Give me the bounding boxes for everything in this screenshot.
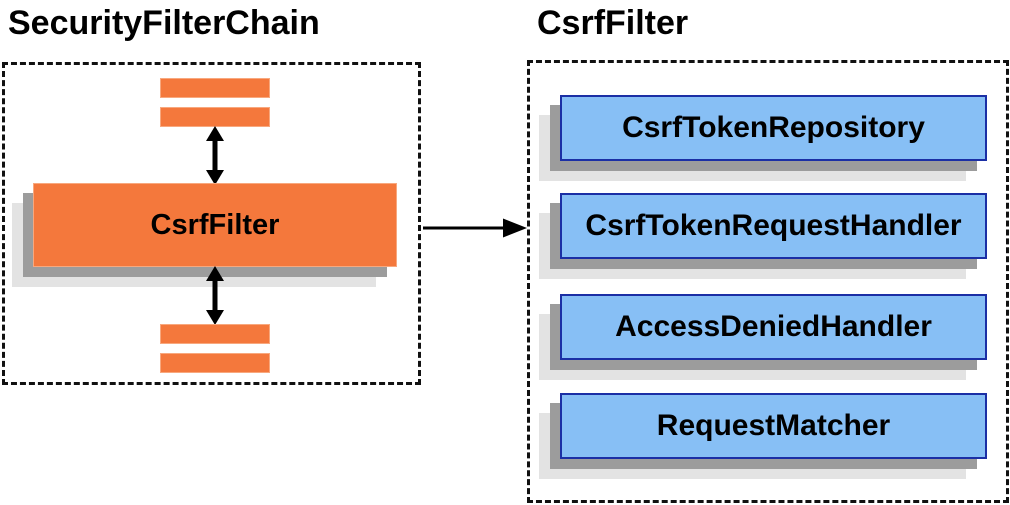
csrf-filter-box: CsrfFilter bbox=[33, 183, 397, 267]
component-box-csrf-token-request-handler: CsrfTokenRequestHandler bbox=[560, 193, 987, 259]
csrf-filter-panel: CsrfTokenRepository CsrfTokenRequestHand… bbox=[527, 60, 1009, 503]
filter-placeholder-bar bbox=[160, 353, 270, 373]
component-label: AccessDeniedHandler bbox=[615, 310, 932, 343]
security-filter-chain-panel: CsrfFilter bbox=[2, 62, 421, 385]
double-headed-arrow-icon bbox=[206, 126, 224, 185]
component-label: RequestMatcher bbox=[656, 409, 891, 442]
filter-placeholder-bar bbox=[160, 324, 270, 344]
csrf-filter-label: CsrfFilter bbox=[150, 208, 280, 241]
double-headed-arrow-icon bbox=[206, 266, 224, 325]
component-box-access-denied-handler: AccessDeniedHandler bbox=[560, 294, 987, 360]
security-filter-chain-title: SecurityFilterChain bbox=[8, 4, 320, 42]
filter-placeholder-bar bbox=[160, 78, 270, 98]
component-box-request-matcher: RequestMatcher bbox=[560, 393, 987, 459]
csrf-filter-title: CsrfFilter bbox=[537, 4, 689, 42]
component-label: CsrfTokenRepository bbox=[622, 111, 925, 144]
flow-arrow-icon bbox=[423, 218, 527, 238]
component-label: CsrfTokenRequestHandler bbox=[585, 209, 962, 242]
component-box-csrf-token-repository: CsrfTokenRepository bbox=[560, 95, 987, 161]
filter-placeholder-bar bbox=[160, 107, 270, 127]
